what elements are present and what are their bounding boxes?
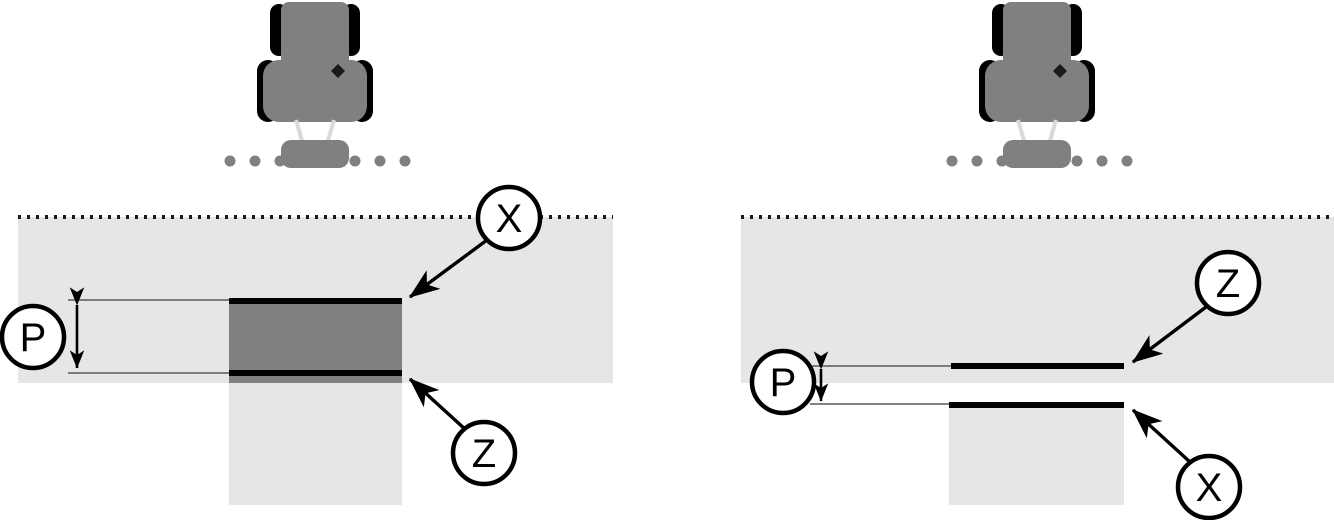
ground-contact-dots-right [946,155,1133,167]
callout-z-right[interactable]: Z [1194,249,1262,317]
leader-line-x-left [408,238,489,299]
callout-p-right-label: P [770,361,797,405]
callout-p-left-label: P [20,316,47,360]
ground-contact-dots-left [224,155,411,167]
callout-p-right[interactable]: P [749,348,817,416]
callout-x-left-label: X [496,197,523,241]
compaction-zone-dark-left [229,300,402,383]
left-panel: X Z P [0,0,613,505]
callout-x-right-label: X [1196,466,1223,510]
leader-line-x-right [1131,408,1192,464]
callout-p-left[interactable]: P [0,303,67,371]
lower-soil-column-right [949,405,1124,505]
callout-x-left[interactable]: X [475,184,543,252]
right-panel: Z X P [741,0,1334,520]
lower-soil-column-left [229,383,402,505]
callout-z-right-label: Z [1216,262,1240,306]
callout-z-left[interactable]: Z [450,419,518,487]
leader-line-z-right [1131,305,1208,364]
callout-z-left-label: Z [472,432,496,476]
leader-line-z-left [408,377,468,432]
callout-x-right[interactable]: X [1175,453,1243,520]
